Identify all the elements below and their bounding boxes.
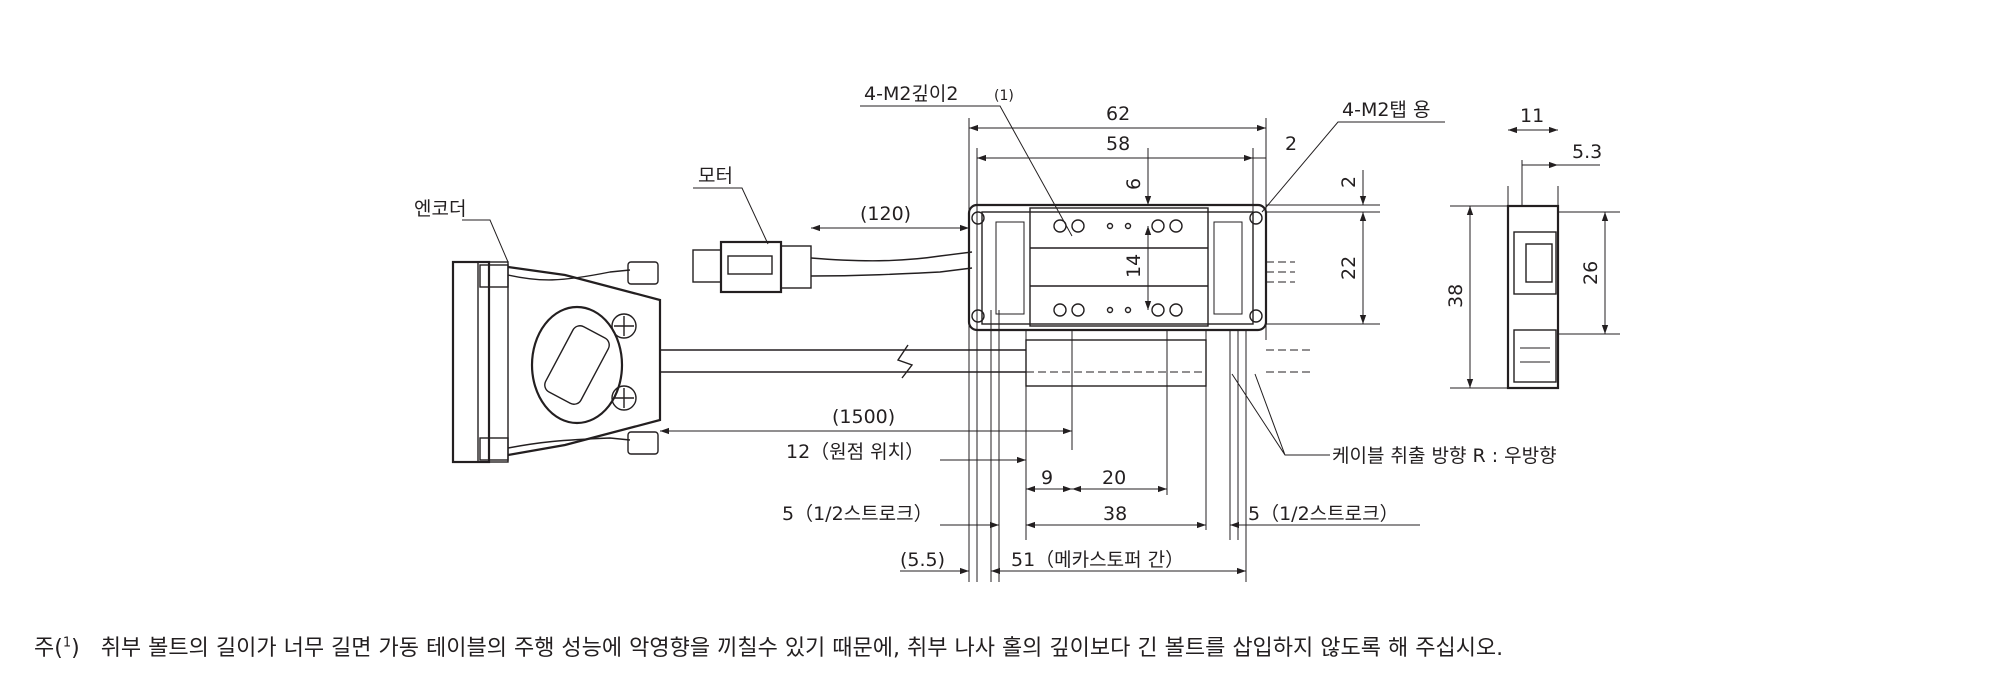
dim-9: 9: [1041, 467, 1053, 489]
label-tap-depth-ref: (1): [994, 88, 1014, 104]
dim-5-right: 5（1/2스트로크）: [1248, 503, 1399, 525]
footnote-prefix: 주(: [34, 636, 63, 661]
dim-6: 6: [1123, 178, 1145, 190]
dim-side-38: 38: [1445, 284, 1467, 308]
dim-20: 20: [1102, 467, 1126, 489]
footnote: 주(1) 취부 볼트의 길이가 너무 길면 가동 테이블의 주행 성능에 악영향…: [34, 630, 1503, 662]
dim-5-left: 5（1/2스트로크）: [782, 503, 933, 525]
dim-14: 14: [1123, 254, 1145, 278]
footnote-ref: 1: [62, 635, 72, 651]
dim-12-origin: 12（원점 위치）: [786, 441, 924, 463]
label-motor: 모터: [698, 165, 733, 187]
dim-38: 38: [1103, 503, 1127, 525]
dim-5-5: (5.5): [900, 549, 945, 571]
encoder-connector: [451, 260, 1026, 464]
dim-62: 62: [1106, 103, 1130, 125]
motor-connector: [692, 240, 973, 294]
dim-58: 58: [1106, 133, 1130, 155]
drawing-labels: 엔코더 모터 4-M2깊이2 (1) 4-M2탭 용 케이블 취출 방향 R :…: [414, 83, 1602, 571]
label-encoder: 엔코더: [414, 198, 466, 220]
stage-side-view: [1506, 160, 1560, 390]
dim-side-5-3: 5.3: [1572, 141, 1602, 163]
footnote-suffix: ): [71, 636, 80, 661]
dimension-lines: [462, 105, 1620, 582]
dim-side-26: 26: [1580, 261, 1602, 285]
dim-side-11: 11: [1520, 105, 1544, 127]
dim-2-right: 2: [1338, 176, 1360, 188]
dim-51-stopper: 51（메카스토퍼 간）: [1011, 549, 1184, 571]
stage-top-view: [967, 203, 1310, 387]
label-cable-direction: 케이블 취출 방향 R : 우방향: [1332, 445, 1557, 467]
label-tap-depth: 4-M2깊이2: [864, 83, 958, 105]
dim-22: 22: [1338, 256, 1360, 280]
footnote-text: 취부 볼트의 길이가 너무 길면 가동 테이블의 주행 성능에 악영향을 끼칠수…: [100, 636, 1504, 661]
dim-120: (120): [860, 203, 911, 225]
dim-1500: (1500): [832, 406, 895, 428]
dim-2-top: 2: [1285, 133, 1297, 155]
label-tap-use: 4-M2탭 용: [1342, 99, 1430, 121]
